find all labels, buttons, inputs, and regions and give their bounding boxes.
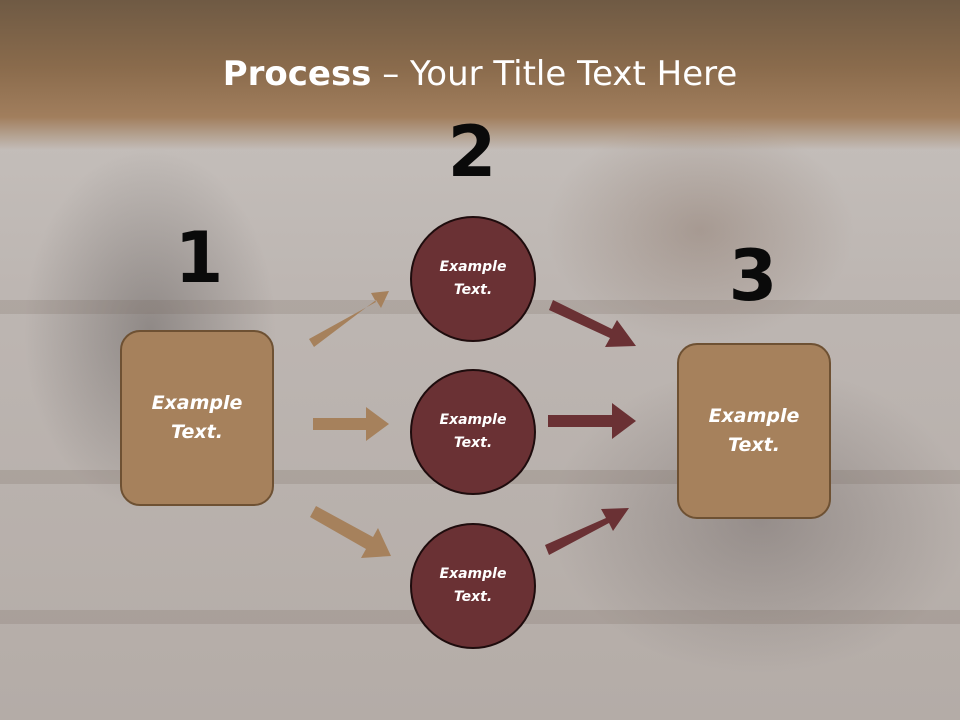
arrow-box1-to-circle-middle: [313, 407, 389, 441]
circle-middle: Example Text.: [410, 369, 536, 495]
arrow-circle-middle-to-box3: [548, 403, 636, 439]
arrow-circle-top-to-box3: [549, 300, 636, 347]
arrow-box1-to-circle-bottom: [310, 506, 391, 558]
arrow-box1-to-circle-top: [309, 291, 389, 347]
circle-bottom: Example Text.: [410, 523, 536, 649]
step-number-3: 3: [728, 235, 778, 317]
slide-title: Process – Your Title Text Here: [0, 52, 960, 96]
step-number-2: 2: [447, 111, 497, 193]
title-rest: – Your Title Text Here: [371, 54, 738, 94]
step-box-3: Example Text.: [677, 343, 831, 519]
step-box-3-label: Example Text.: [708, 405, 800, 456]
circle-middle-label: Example Text.: [439, 412, 507, 451]
arrow-circle-bottom-to-box3: [545, 508, 629, 555]
circle-bottom-label: Example Text.: [439, 566, 507, 605]
step-box-1: Example Text.: [120, 330, 274, 506]
step-box-1-label: Example Text.: [151, 392, 243, 443]
circle-top-label: Example Text.: [439, 259, 507, 298]
step-number-1: 1: [174, 217, 224, 299]
title-bold: Process: [222, 54, 372, 94]
header-band: [0, 0, 960, 150]
circle-top: Example Text.: [410, 216, 536, 342]
